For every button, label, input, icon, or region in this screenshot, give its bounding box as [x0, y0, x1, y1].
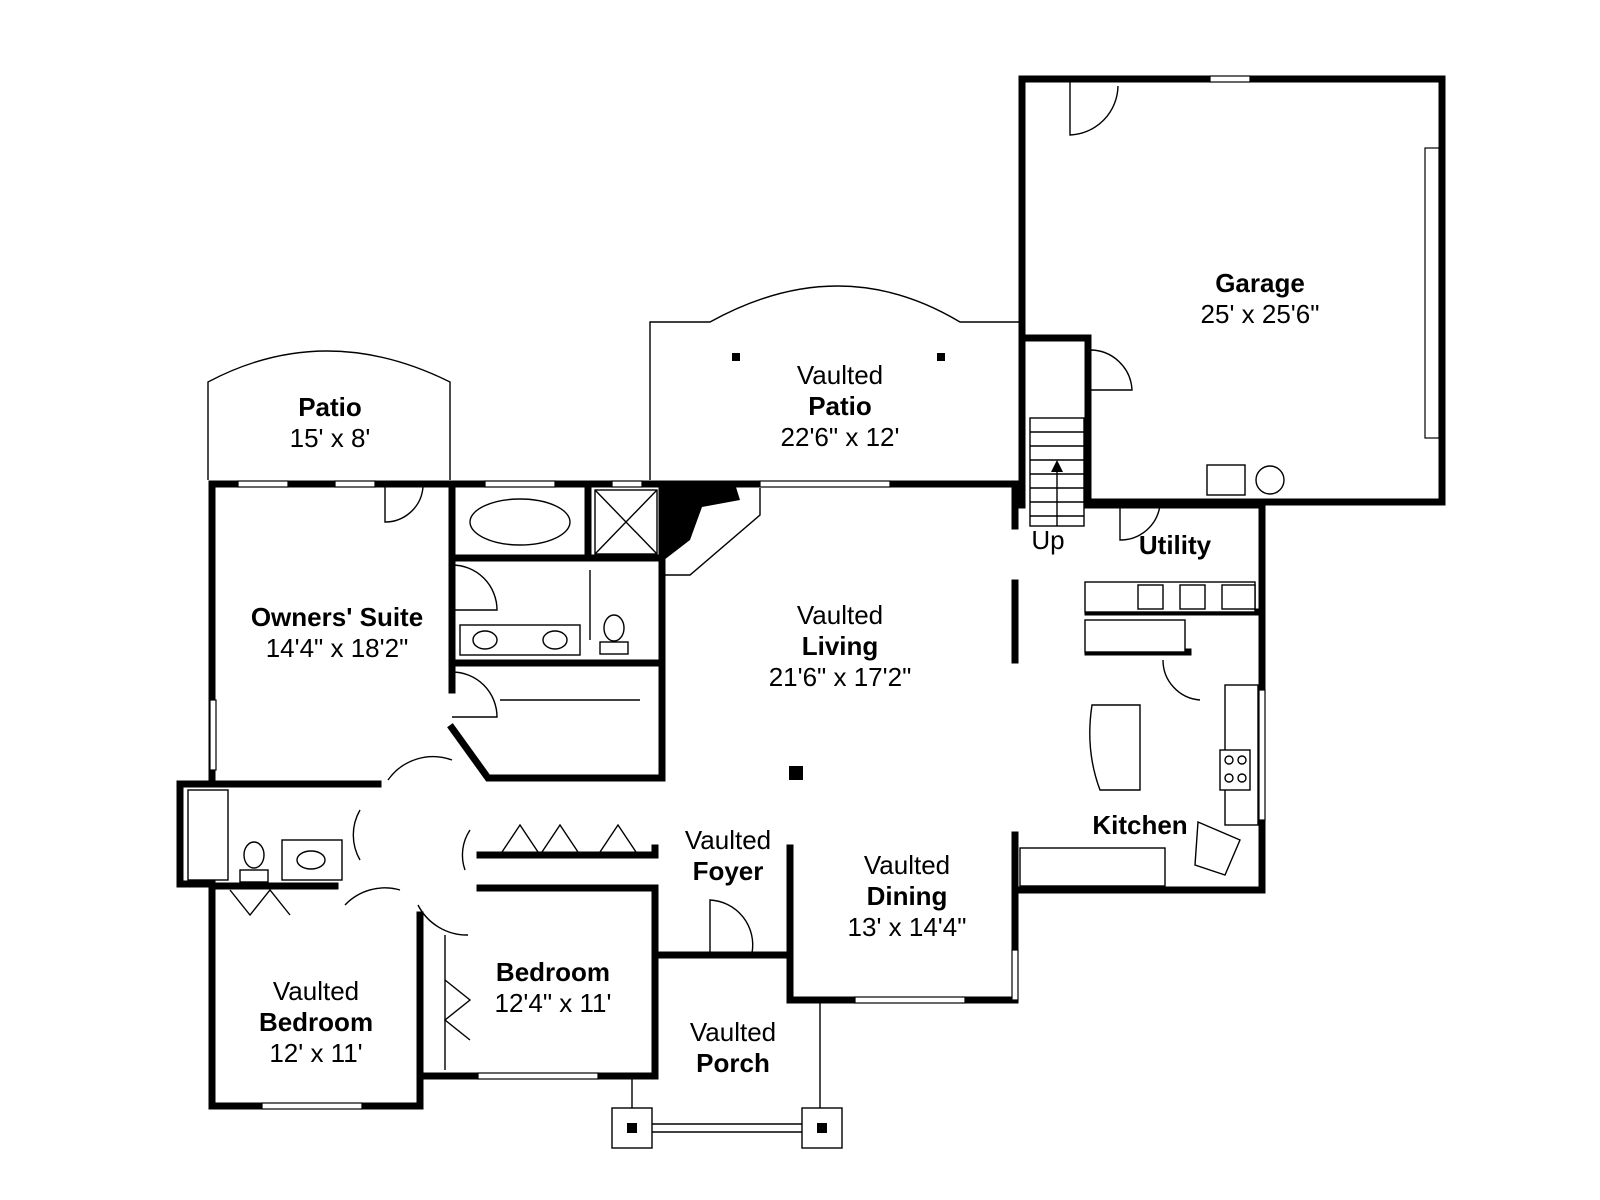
- living-size: 21'6" x 17'2": [768, 662, 912, 692]
- bedroom-left-name: Bedroom: [258, 1007, 374, 1037]
- kitchen-fixtures: [1019, 581, 1259, 887]
- kitchen-label: Kitchen: [1092, 810, 1187, 841]
- bedroom-left-label: Vaulted Bedroom 12' x 11': [259, 976, 373, 1069]
- garage-walls: [1018, 75, 1446, 509]
- patio-left-name: Patio: [298, 392, 362, 422]
- owners-suite-size: 14'4" x 18'2": [265, 633, 409, 663]
- foyer-name: Foyer: [692, 856, 764, 886]
- stairs-label: Up: [1031, 525, 1064, 556]
- windows: [209, 480, 1266, 1110]
- porch-name: Porch: [696, 1048, 770, 1078]
- kitchen-name: Kitchen: [1092, 810, 1188, 840]
- garage-size: 25' x 25'6": [1200, 299, 1320, 329]
- porch-label: Vaulted Porch: [690, 1017, 776, 1079]
- utility-label: Utility: [1139, 530, 1211, 561]
- dining-size: 13' x 14'4": [847, 912, 967, 942]
- stairs: [1029, 417, 1085, 527]
- stairs-up: Up: [1031, 525, 1065, 555]
- doors: [344, 486, 1201, 954]
- bedroom-center-size: 12'4" x 11': [494, 988, 612, 1018]
- dining-prefix: Vaulted: [863, 850, 951, 880]
- living-name: Living: [801, 631, 879, 661]
- bedroom-center-label: Bedroom 12'4" x 11': [495, 957, 612, 1019]
- patio-left-outline: [207, 350, 451, 480]
- patio-center-size: 22'6" x 12': [780, 422, 900, 452]
- dining-name: Dining: [866, 881, 948, 911]
- bedroom-left-size: 12' x 11': [269, 1038, 363, 1068]
- closets: [229, 823, 639, 1070]
- owners-suite-label: Owners' Suite 14'4" x 18'2": [251, 602, 423, 664]
- utility-name: Utility: [1138, 530, 1212, 560]
- foyer-label: Vaulted Foyer: [685, 825, 771, 887]
- porch-prefix: Vaulted: [689, 1017, 777, 1047]
- foyer-prefix: Vaulted: [684, 825, 772, 855]
- porch-columns: [611, 1000, 843, 1149]
- patio-center-name: Patio: [808, 391, 872, 421]
- garage-name: Garage: [1215, 268, 1305, 298]
- owners-suite-name: Owners' Suite: [250, 602, 424, 632]
- patio-center-outline: [649, 285, 1023, 480]
- dining-label: Vaulted Dining 13' x 14'4": [848, 850, 967, 943]
- garage-label: Garage 25' x 25'6": [1201, 268, 1320, 330]
- patio-center-prefix: Vaulted: [796, 360, 884, 390]
- patio-left-label: Patio 15' x 8': [290, 392, 371, 454]
- bedroom-left-prefix: Vaulted: [272, 976, 360, 1006]
- bedroom-center-name: Bedroom: [495, 957, 611, 987]
- living-label: Vaulted Living 21'6" x 17'2": [769, 600, 912, 693]
- living-prefix: Vaulted: [796, 600, 884, 630]
- patio-left-size: 15' x 8': [289, 423, 371, 453]
- patio-center-label: Vaulted Patio 22'6" x 12': [781, 360, 900, 453]
- bath-fixtures: [187, 489, 658, 883]
